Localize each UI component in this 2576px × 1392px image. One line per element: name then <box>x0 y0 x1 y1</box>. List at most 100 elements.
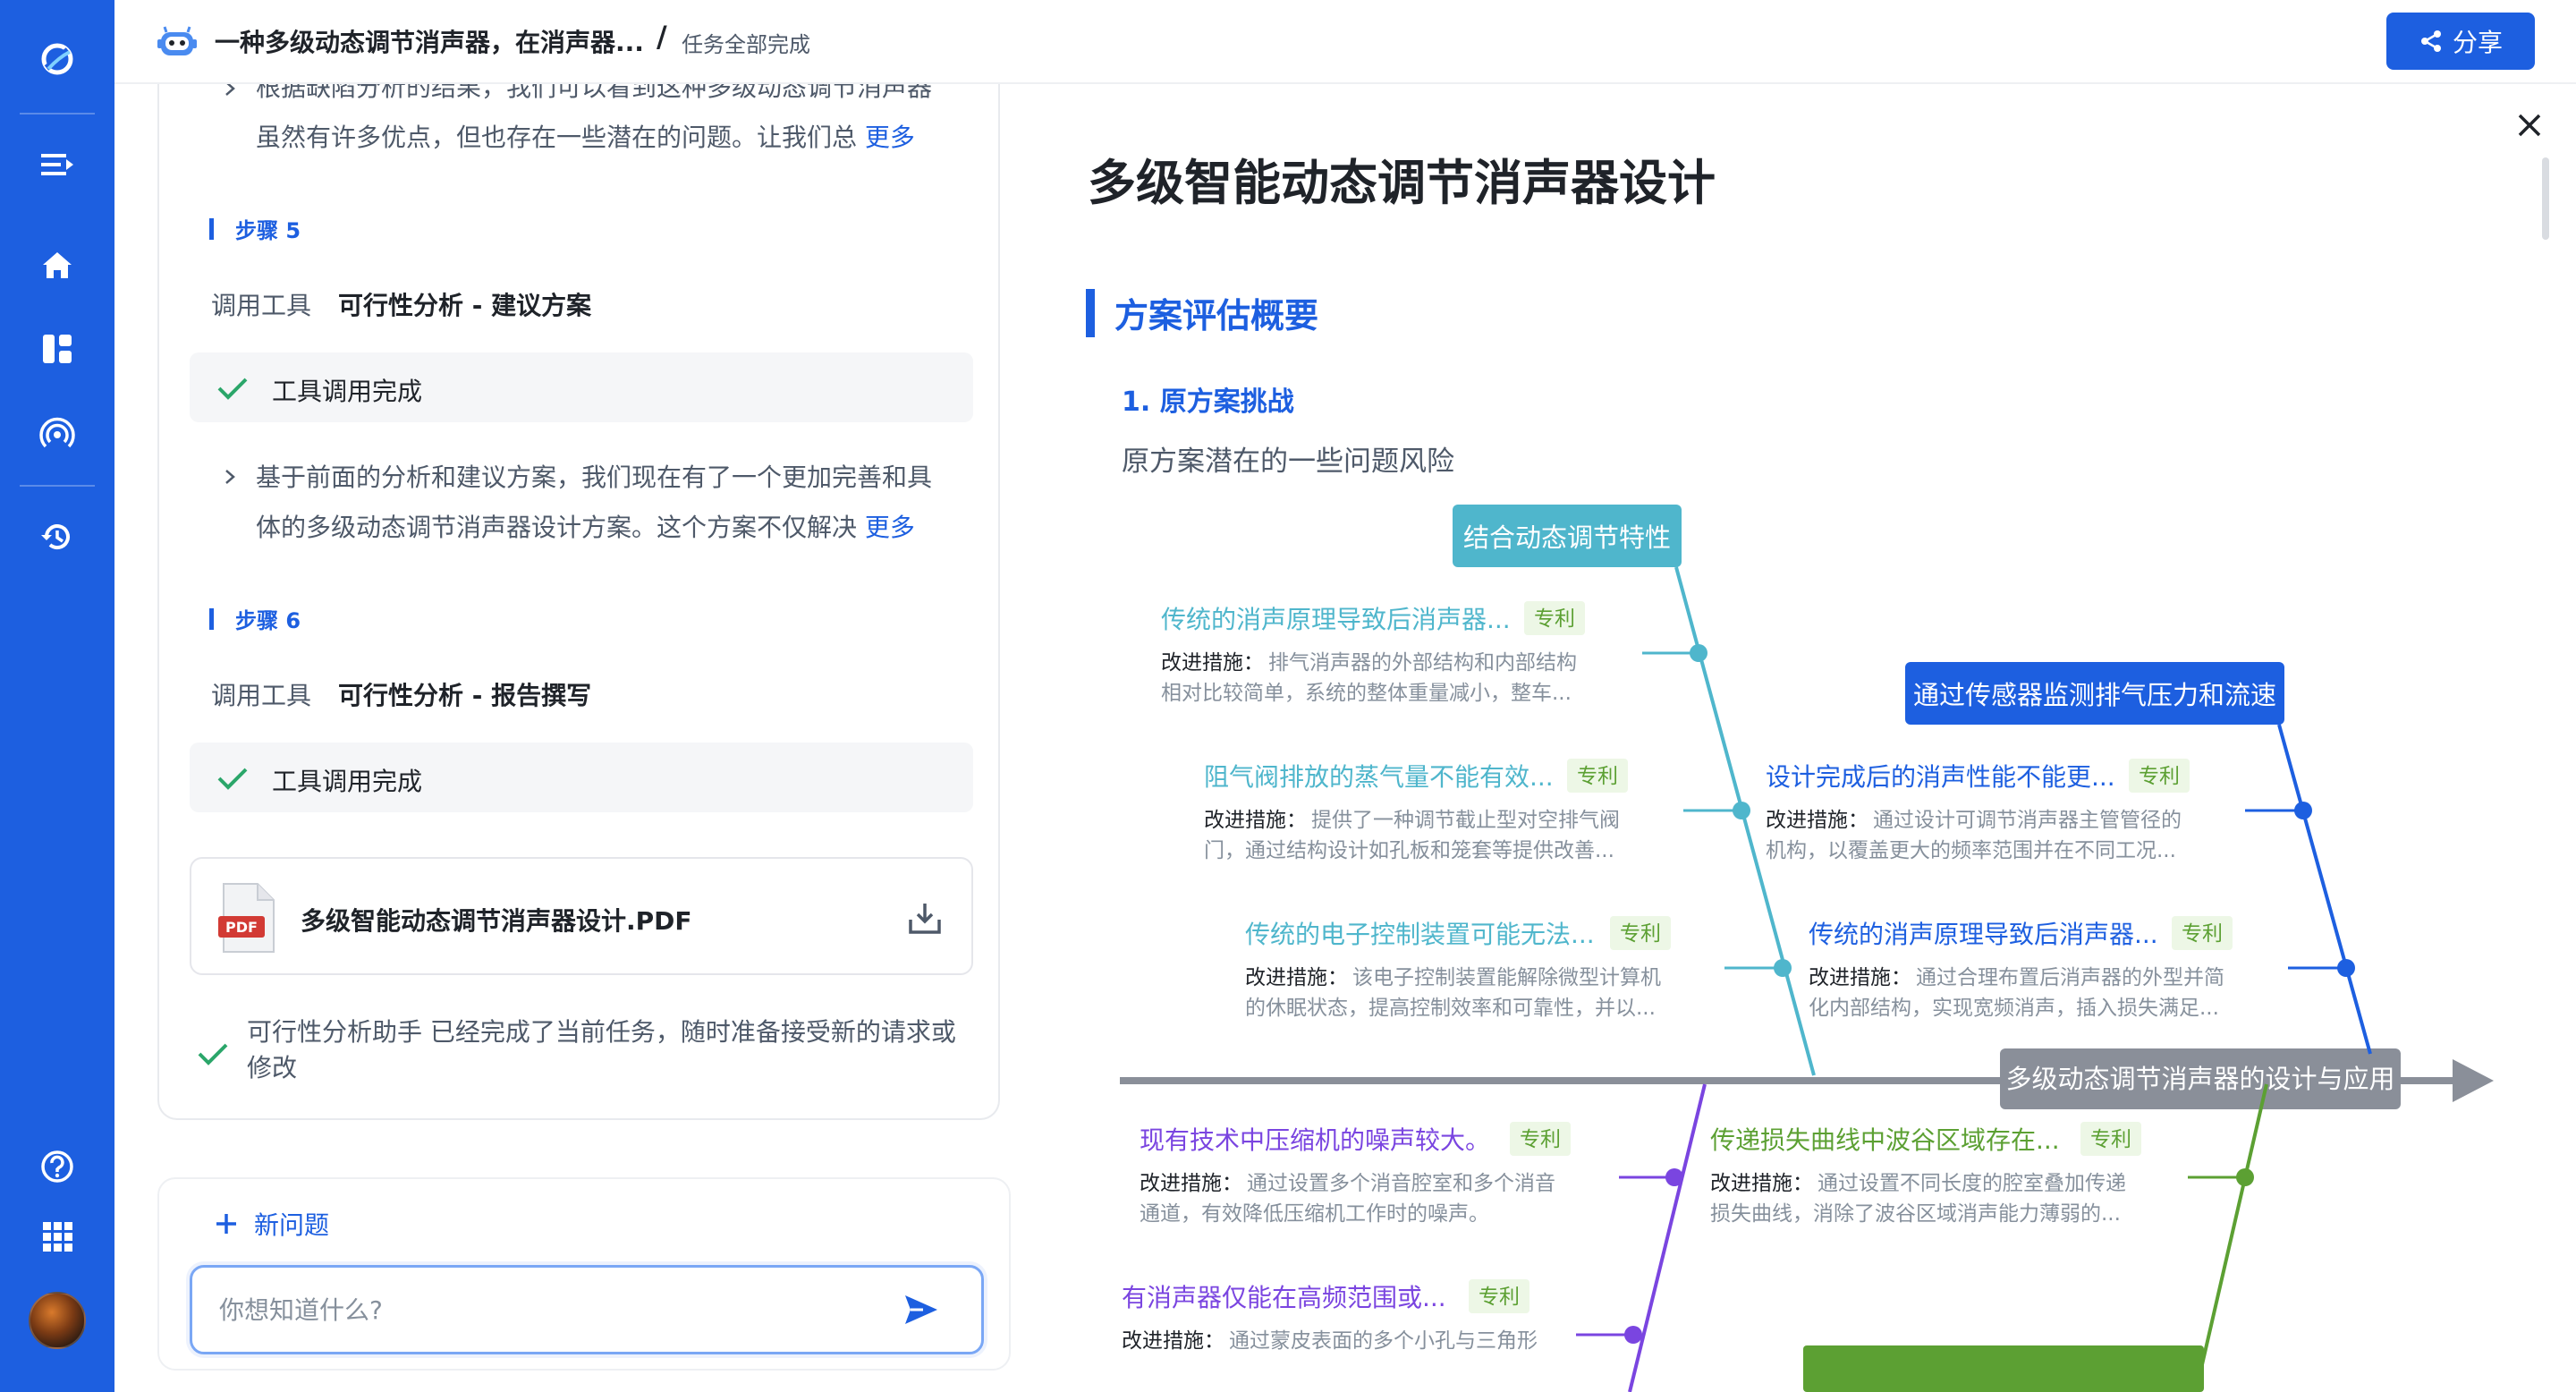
share-button[interactable]: 分享 <box>2386 13 2535 70</box>
measure-line2: 损失曲线，消除了波谷区域消声能力薄弱的... <box>1710 1202 2121 1226</box>
category-label-blue: 通过传感器监测排气压力和流速 <box>1913 680 2276 710</box>
category-box-blue <box>1905 662 2284 725</box>
branch-green <box>2199 1083 2268 1373</box>
breadcrumb-separator: / <box>657 20 667 54</box>
measure-prefix: 改进措施： <box>1140 1172 1242 1195</box>
share-icon <box>2420 30 2441 52</box>
branch-blue <box>2277 724 2372 1055</box>
step5-text-line1: 基于前面的分析和建议方案，我们现在有了一个更加完善和具 <box>256 463 933 492</box>
grid-menu-icon[interactable] <box>29 1208 86 1265</box>
subsection-description: 原方案潜在的一些问题风险 <box>1122 446 1454 478</box>
step6-label: 步骤 6 <box>209 603 301 634</box>
branch-node <box>2236 1168 2254 1186</box>
download-icon[interactable] <box>905 898 945 938</box>
branch-node <box>1624 1326 1642 1344</box>
branch-node <box>1733 802 1750 819</box>
measure-line1: 通过蒙皮表面的多个小孔与三角形 <box>1229 1329 1538 1353</box>
measure-line2: 化内部结构，实现宽频消声，插入损失满足... <box>1809 997 2219 1020</box>
patent-tag <box>1610 916 1671 950</box>
step5-tool-call: 调用工具可行性分析 - 建议方案 <box>211 291 592 320</box>
conversation-title[interactable]: 一种多级动态调节消声器，在消声器... <box>215 28 644 57</box>
new-question-button[interactable]: 新问题 <box>213 1206 329 1242</box>
history-icon[interactable] <box>29 508 86 565</box>
send-icon[interactable] <box>902 1290 941 1329</box>
broadcast-icon[interactable] <box>29 406 86 463</box>
measure-line1: 通过合理布置后消声器的外型并简 <box>1916 966 2224 989</box>
step4-text-line2: 虽然有许多优点，但也存在一些潜在的问题。让我们总 更多 <box>256 123 915 152</box>
top-bar: 一种多级动态调节消声器，在消声器... / 任务全部完成 分享 <box>114 0 2576 84</box>
patent-tag <box>1524 601 1585 635</box>
svg-text:专利: 专利 <box>1534 607 1575 631</box>
measure-prefix: 改进措施： <box>1809 966 1911 989</box>
document-title: 多级智能动态调节消声器设计 <box>1088 155 1716 211</box>
subsection-title: 1. 原方案挑战 <box>1122 386 1294 418</box>
cause-title: 传统的电子控制装置可能无法... <box>1245 920 1595 949</box>
chevron-right-icon[interactable] <box>220 84 240 98</box>
patent-tag <box>2172 916 2233 950</box>
step5-more-link[interactable]: 更多 <box>864 513 915 542</box>
measure-line1: 排气消声器的外部结构和内部结构 <box>1268 651 1577 675</box>
branch-node <box>1774 959 1792 977</box>
document-scrollbar[interactable] <box>2542 157 2549 240</box>
collapse-menu-icon[interactable] <box>29 136 86 193</box>
user-avatar[interactable] <box>29 1292 86 1349</box>
category-box-green <box>1803 1345 2204 1392</box>
cause-title: 阻气阀排放的蒸气量不能有效... <box>1204 762 1554 792</box>
branch-node <box>2337 959 2355 977</box>
check-icon <box>198 1043 228 1065</box>
apps-grid-icon[interactable] <box>29 320 86 378</box>
spine-arrow <box>2453 1059 2494 1102</box>
branch-node <box>1690 644 1707 662</box>
svg-text:专利: 专利 <box>2139 765 2180 788</box>
step4-text-line1: 根据缺陷分析的结果，我们可以看到这种多级动态调节消声器 <box>256 84 933 102</box>
ask-input[interactable] <box>190 1265 984 1354</box>
branch-node <box>1665 1168 1683 1186</box>
measure-prefix: 改进措施： <box>1122 1329 1224 1353</box>
measure-line1: 通过设置不同长度的腔室叠加传递 <box>1818 1172 2126 1195</box>
svg-text:专利: 专利 <box>1520 1128 1561 1151</box>
check-icon <box>217 768 248 790</box>
patent-tag <box>1469 1279 1530 1313</box>
measure-line2: 相对比较简单，系统的整体重量减小，整车... <box>1161 682 1572 705</box>
plus-icon <box>216 1214 236 1234</box>
section-title: 方案评估概要 <box>1086 288 1318 337</box>
patent-tag <box>1510 1122 1571 1156</box>
svg-text:专利: 专利 <box>2182 922 2223 946</box>
cause-title: 现有技术中压缩机的噪声较大。 <box>1140 1125 1490 1155</box>
category-label-cyan: 结合动态调节特性 <box>1463 522 1671 553</box>
step5-label: 步骤 5 <box>209 213 301 244</box>
patent-tag <box>2129 759 2190 793</box>
measure-line1: 通过设置多个消音腔室和多个消音 <box>1247 1172 1555 1195</box>
measure-prefix: 改进措施： <box>1161 651 1264 675</box>
pdf-badge: PDF <box>225 919 258 936</box>
input-panel: 新问题 <box>157 1177 1011 1371</box>
chevron-right-icon[interactable] <box>220 467 240 487</box>
head-label: 多级动态调节消声器的设计与应用 <box>2005 1064 2394 1094</box>
pdf-attachment[interactable]: PDF 多级智能动态调节消声器设计.PDF <box>190 857 973 975</box>
close-icon[interactable] <box>2513 109 2546 141</box>
measure-prefix: 改进措施： <box>1204 809 1307 832</box>
cause-title: 传统的消声原理导致后消声器... <box>1809 920 2158 949</box>
measure-line1: 该电子控制装置能解除微型计算机 <box>1352 966 1661 989</box>
pdf-file-icon: PDF <box>218 883 275 953</box>
step6-tool-status[interactable]: 工具调用完成 <box>190 743 973 812</box>
branch-node <box>2294 802 2312 819</box>
step4-more-link[interactable]: 更多 <box>864 123 915 152</box>
check-icon <box>217 378 248 400</box>
svg-text:专利: 专利 <box>2090 1128 2131 1151</box>
measure-line2: 机构，以覆盖更大的频率范围并在不同工况... <box>1766 839 2176 862</box>
svg-text:专利: 专利 <box>1577 765 1618 788</box>
head-box <box>2000 1048 2401 1109</box>
help-icon[interactable] <box>29 1138 86 1195</box>
home-icon[interactable] <box>29 236 86 293</box>
task-status: 任务全部完成 <box>682 32 810 57</box>
svg-text:专利: 专利 <box>1620 922 1661 946</box>
cause-title: 传递损失曲线中波谷区域存在... <box>1710 1125 2060 1155</box>
measure-prefix: 改进措施： <box>1766 809 1868 832</box>
nav-rail <box>0 0 114 1392</box>
chat-thread: 根据缺陷分析的结果，我们可以看到这种多级动态调节消声器 虽然有许多优点，但也存在… <box>157 84 1000 1120</box>
logo-icon[interactable] <box>29 30 86 88</box>
measure-line2: 通道，有效降低压缩机工作时的噪声。 <box>1140 1202 1489 1226</box>
step5-tool-status[interactable]: 工具调用完成 <box>190 352 973 422</box>
